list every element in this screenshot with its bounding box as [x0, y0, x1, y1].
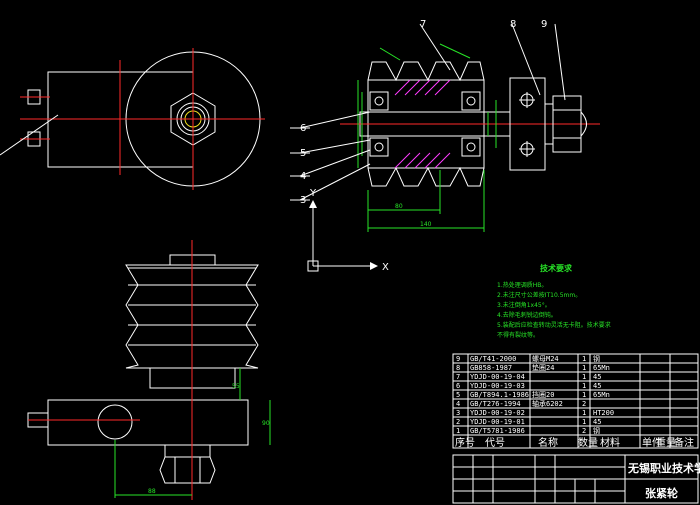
- balloon-4: 4: [300, 171, 306, 182]
- front-view: [0, 48, 265, 190]
- balloon-7: 7: [420, 19, 426, 30]
- dim-bottom-w: 88: [148, 488, 156, 495]
- tech-item-2: 2.未注尺寸公差按IT10.5mm。: [497, 291, 581, 299]
- bom-cell-no: 6: [456, 382, 460, 390]
- tech-item-3: 3.未注倒角1x45°。: [497, 301, 551, 309]
- bom-cell-qty: 1: [582, 418, 586, 426]
- bom-header-weight: 重量: [656, 436, 676, 449]
- bom-cell-code: GB/T276-1994: [470, 400, 521, 408]
- section-view: [290, 23, 600, 232]
- bom-cell-code: YDJD-00-19-01: [470, 418, 525, 426]
- ucs-icon: [307, 200, 378, 272]
- balloon-5: 5: [300, 148, 306, 159]
- bom-cell-no: 1: [456, 427, 460, 435]
- balloon-9: 9: [541, 19, 547, 30]
- bom-cell-qty: 2: [582, 400, 586, 408]
- bom-cell-no: 7: [456, 373, 460, 381]
- bom-cell-code: GB/T5781-1986: [470, 427, 525, 435]
- bom-cell-name: 螺母M24: [532, 354, 559, 363]
- bom-cell-qty: 1: [582, 364, 586, 372]
- bom-header-code: 代号: [485, 437, 505, 449]
- dim-side-a: 55: [232, 383, 240, 390]
- bom-cell-no: 5: [456, 391, 460, 399]
- bom-header-extra1: 单件: [642, 437, 662, 449]
- bom-cell-mat: HT200: [593, 409, 614, 417]
- bom-header-no: 序号: [455, 436, 475, 449]
- tech-item-6: 不得有裂纹等。: [497, 331, 539, 339]
- bom-cell-mat: 65Mn: [593, 391, 610, 399]
- bom-header-name: 名称: [538, 436, 558, 449]
- bom-cell-no: 3: [456, 409, 460, 417]
- title-block: 无锡职业技术学院 张紧轮: [452, 454, 700, 504]
- tech-requirements: 技术要求 1.热处理调质HB。 2.未注尺寸公差按IT10.5mm。 3.未注倒…: [497, 263, 611, 339]
- drawing-name: 张紧轮: [645, 486, 678, 500]
- bom-cell-code: GB858-1987: [470, 364, 512, 372]
- bom-cell-no: 4: [456, 400, 460, 408]
- tech-title: 技术要求: [540, 263, 573, 273]
- bom-cell-qty: 1: [582, 373, 586, 381]
- side-view: [27, 240, 271, 500]
- dim-top-inner: 80: [395, 203, 403, 210]
- balloon-6: 6: [300, 123, 306, 134]
- bom-cell-qty: 1: [582, 391, 586, 399]
- bom-cell-code: YDJD-00-19-03: [470, 382, 525, 390]
- school-name: 无锡职业技术学院: [627, 461, 700, 475]
- dim-top-width: 140: [420, 221, 432, 228]
- tech-item-4: 4.去除毛刺锐边倒钝。: [497, 311, 557, 319]
- bom-cell-mat: 45: [593, 418, 601, 426]
- balloon-8: 8: [510, 19, 516, 30]
- bom-cell-name: 垫圈24: [532, 363, 554, 372]
- bom-cell-qty: 2: [582, 427, 586, 435]
- bom-cell-qty: 1: [582, 409, 586, 417]
- bom-cell-mat: 钢: [593, 426, 600, 435]
- bom-cell-name: 挡圈20: [532, 390, 554, 399]
- bom-cell-qty: 1: [582, 355, 586, 363]
- axis-x-label: X: [382, 262, 389, 273]
- bom-cell-no: 8: [456, 364, 460, 372]
- bom-header-mat: 材料: [600, 436, 620, 449]
- axis-y-label: Y: [309, 188, 317, 199]
- bom-cell-code: YDJD-00-19-02: [470, 409, 525, 417]
- bom-cell-no: 9: [456, 355, 460, 363]
- bom-cell-mat: 钢: [593, 354, 600, 363]
- bom-cell-mat: 65Mn: [593, 364, 610, 372]
- bom-cell-code: GB/T41-2000: [470, 355, 516, 363]
- tech-item-1: 1.热处理调质HB。: [497, 281, 547, 289]
- bom-cell-code: GB/T894.1-1986: [470, 391, 529, 399]
- bom-cell-mat: 45: [593, 373, 601, 381]
- bom-cell-no: 2: [456, 418, 460, 426]
- bom-header-remark: 备注: [674, 436, 694, 449]
- dim-side-b: 90: [262, 420, 270, 427]
- balloon-3: 3: [300, 195, 306, 206]
- bom-cell-name: 轴承6202: [532, 399, 563, 408]
- tech-item-5: 5.装配后应检查转动灵活无卡阻。技术要求: [497, 321, 611, 329]
- bom-header-qty: 数量: [578, 436, 598, 449]
- bom-cell-mat: 45: [593, 382, 601, 390]
- bom-cell-code: YDJD-00-19-04: [470, 373, 525, 381]
- bom-cell-qty: 1: [582, 382, 586, 390]
